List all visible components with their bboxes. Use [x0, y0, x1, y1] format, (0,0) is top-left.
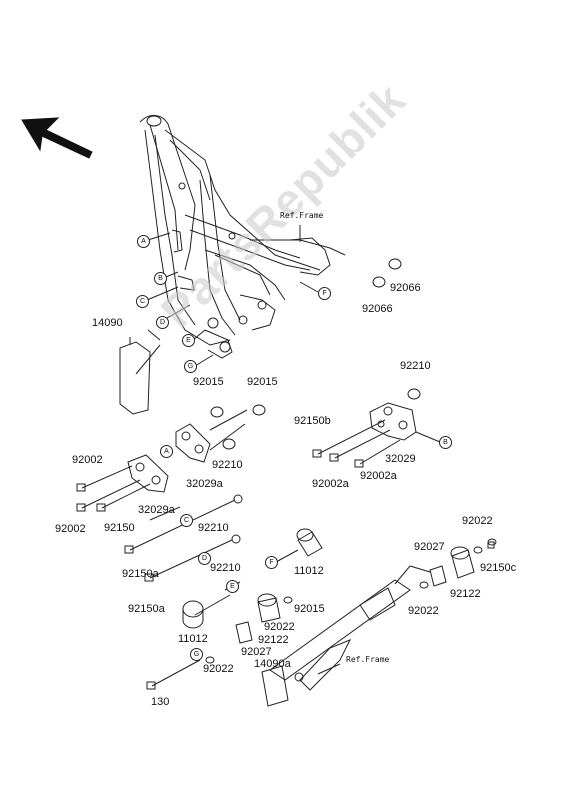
motorcycle-frame: [139, 115, 346, 359]
part-92027-right: 92027: [414, 541, 445, 553]
part-92150a-e: 92150a: [128, 603, 165, 615]
part-32029: 32029: [385, 453, 416, 465]
part-11012-right: 11012: [294, 565, 324, 577]
part-92022-mid: 92022: [408, 605, 439, 617]
spacer-92027-b: [235, 621, 253, 644]
callout-d-bolt: D: [198, 552, 211, 565]
part-92022-top: 92022: [462, 515, 493, 527]
part-92022-bottom-left: 92022: [203, 663, 234, 675]
part-92210-mid: 92210: [212, 459, 243, 471]
part-92122-right: 92122: [450, 588, 481, 600]
part-92015-left: 92015: [193, 376, 224, 388]
part-32029a-mid: 32029a: [186, 478, 223, 490]
part-92150c: 92150c: [480, 562, 517, 574]
part-92150: 92150: [104, 522, 135, 534]
part-92015-bottom: 92015: [294, 603, 325, 615]
callout-c-bolt: C: [180, 514, 193, 527]
part-32029a-low: 32029a: [138, 504, 175, 516]
plate-14090: [119, 341, 151, 415]
callout-e-frame: E: [182, 334, 195, 347]
part-92210-top: 92210: [400, 360, 431, 372]
part-92150b: 92150b: [294, 415, 331, 427]
spacer-92122-r: [451, 549, 475, 579]
callout-g-bolt: G: [190, 648, 203, 661]
bolts-right: [312, 419, 401, 468]
part-92150a-c: 92150a: [122, 568, 159, 580]
part-14090: 14090: [92, 317, 123, 329]
bolts-left: [76, 465, 181, 521]
callout-b-plate: B: [439, 436, 452, 449]
part-92066-right: 92066: [390, 282, 421, 294]
callout-f-spacer: F: [265, 556, 278, 569]
part-92002a-right: 92002a: [360, 470, 397, 482]
part-130: 130: [151, 696, 170, 708]
callout-a-frame: A: [137, 235, 150, 248]
mount-plate-right: [369, 402, 417, 441]
part-11012-bottom: 11012: [178, 633, 208, 645]
part-92210-c: 92210: [198, 522, 229, 534]
part-92027-bottom: 92027: [241, 646, 272, 658]
callout-a-plate: A: [160, 445, 173, 458]
part-92210-d: 92210: [210, 562, 241, 574]
part-92002-low: 92002: [55, 523, 86, 535]
callout-e-spacer: E: [226, 580, 239, 593]
part-92122-bottom: 92122: [258, 634, 289, 646]
spacer-92122-b: [257, 597, 281, 623]
callout-b-frame: B: [154, 272, 167, 285]
engine-bracket-14090a: [261, 565, 431, 707]
spacer-92027-r: [429, 565, 447, 587]
mount-plate-left: [127, 454, 169, 493]
spacer-11012-r: [297, 531, 323, 557]
callout-f-frame: F: [318, 287, 331, 300]
ref-frame-label-top: Ref.Frame: [280, 211, 324, 220]
part-92002-left: 92002: [72, 454, 103, 466]
part-92002a-left: 92002a: [312, 478, 349, 490]
part-92066-left: 92066: [362, 303, 393, 315]
ref-frame-label-bottom: Ref.Frame: [346, 655, 390, 664]
direction-arrow-icon: [21, 117, 93, 159]
callout-c-frame: C: [136, 295, 149, 308]
mount-plate-center: [175, 423, 211, 463]
callout-d-frame: D: [156, 316, 169, 329]
part-92015-right: 92015: [247, 376, 278, 388]
part-14090a: 14090a: [254, 658, 291, 670]
part-92022-bottom: 92022: [264, 621, 295, 633]
callout-g-frame: G: [184, 360, 197, 373]
